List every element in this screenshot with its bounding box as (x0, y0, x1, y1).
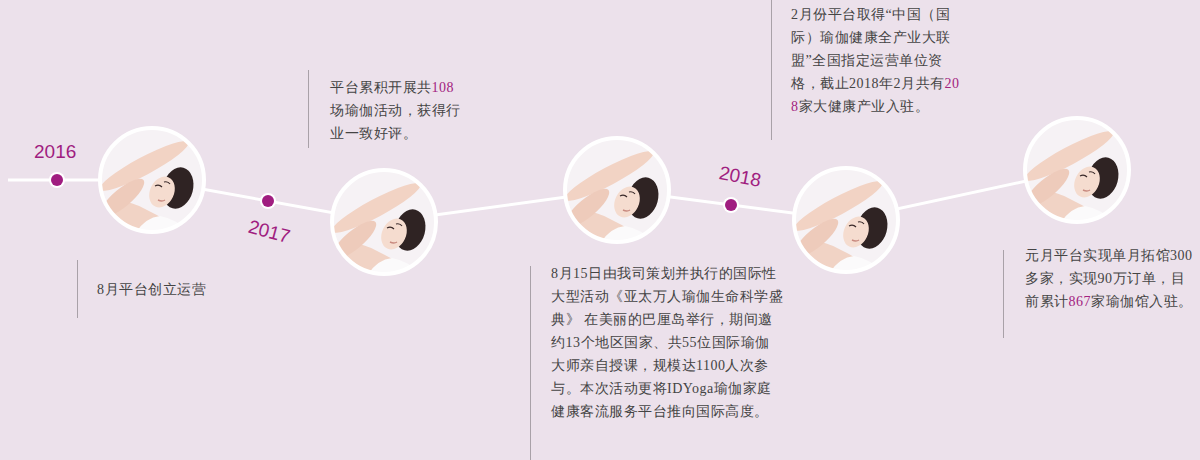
text-part: 2月份平台取得“中国（国际）瑜伽健康全产业大联盟”全国指定运营单位资格，截止20… (791, 7, 951, 91)
year-dot (723, 197, 739, 213)
year-label: 2018 (717, 162, 763, 192)
yoga-photo (92, 120, 212, 240)
highlight-number: 867 (1069, 294, 1092, 309)
highlight-number: 108 (432, 80, 455, 95)
year-dot (49, 172, 65, 188)
yoga-photo (324, 162, 444, 282)
text-rule (771, 0, 772, 140)
text-rule (308, 70, 309, 148)
yoga-photo (786, 160, 906, 280)
text-rule (1003, 250, 1004, 338)
event-text: 2月份平台取得“中国（国际）瑜伽健康全产业大联盟”全国指定运营单位资格，截止20… (791, 3, 961, 118)
text-part: 场瑜伽活动，获得行业一致好评。 (330, 103, 461, 141)
text-part: 家大健康产业入驻。 (799, 99, 930, 114)
event-text: 平台累积开展共108 场瑜伽活动，获得行业一致好评。 (330, 76, 468, 145)
text-rule (77, 260, 78, 318)
text-rule (530, 266, 531, 460)
event-text: 8月平台创立运营 (97, 278, 277, 301)
text-part: 家瑜伽馆入驻。 (1091, 294, 1193, 309)
year-label: 2016 (34, 141, 76, 163)
year-dot (260, 193, 276, 209)
yoga-photo (557, 130, 677, 250)
text-part: 平台累积开展共 (330, 80, 432, 95)
event-text: 8月15日由我司策划并执行的国际性大型活动《亚太万人瑜伽生命科学盛典》 在美丽的… (551, 262, 783, 423)
yoga-photo (1017, 110, 1137, 230)
event-text: 元月平台实现单月拓馆300多家，实现90万订单，目前累计867家瑜伽馆入驻。 (1025, 244, 1195, 313)
year-label: 2017 (246, 216, 293, 248)
